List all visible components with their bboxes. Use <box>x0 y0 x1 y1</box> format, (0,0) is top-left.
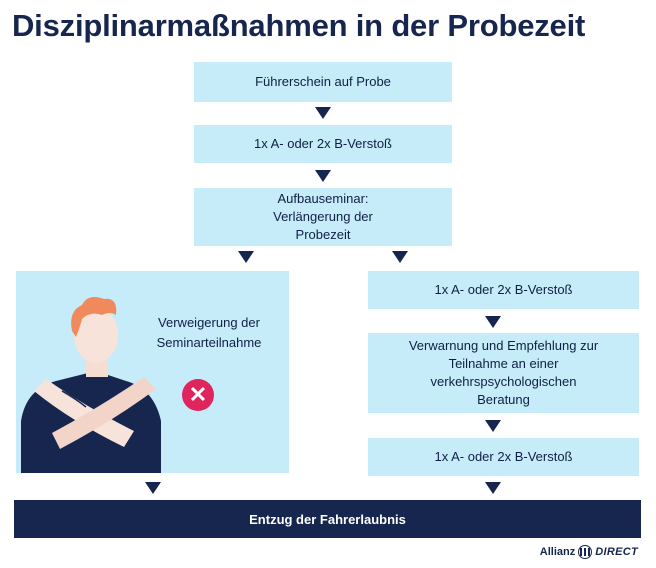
refusal-box: Verweigerung der Seminarteilnahme ✕ <box>16 271 289 473</box>
person-arm-right <box>52 377 156 449</box>
arrow-down <box>485 482 501 494</box>
step-label: Verwarnung und Empfehlung zur Teilnahme … <box>408 338 599 407</box>
person-illustration <box>21 297 161 473</box>
x-icon: ✕ <box>182 379 214 411</box>
step-box-third-violation: 1x A- oder 2x B-Verstoß <box>368 438 639 476</box>
arrow-down <box>485 420 501 432</box>
step-label: 1x A- oder 2x B-Verstoß <box>253 136 392 151</box>
logo-suffix: DIRECT <box>595 546 638 558</box>
step-label: 1x A- oder 2x B-Verstoß <box>434 449 573 464</box>
step-box-probation: Führerschein auf Probe <box>194 62 452 102</box>
allianz-direct-logo: Allianz DIRECT <box>540 545 638 559</box>
person-arm-left <box>34 379 134 447</box>
arrow-down <box>315 107 331 119</box>
person-head <box>74 307 118 363</box>
logo-brand: Allianz <box>539 546 576 558</box>
step-label: Führerschein auf Probe <box>255 74 391 89</box>
arrow-down-left <box>238 251 254 263</box>
step-box-warning: Verwarnung und Empfehlung zur Teilnahme … <box>368 333 639 413</box>
step-box-second-violation: 1x A- oder 2x B-Verstoß <box>368 271 639 309</box>
step-box-violation: 1x A- oder 2x B-Verstoß <box>194 125 452 163</box>
arrow-down <box>315 170 331 182</box>
step-label: Aufbauseminar: Verlängerung der Probezei… <box>273 191 373 242</box>
arrow-down-right <box>392 251 408 263</box>
refusal-label: Verweigerung der Seminarteilnahme <box>156 315 262 350</box>
step-box-seminar: Aufbauseminar: Verlängerung der Probezei… <box>194 188 452 246</box>
person-hair <box>71 297 117 337</box>
arrow-down <box>485 316 501 328</box>
page-title: Disziplinarmaßnahmen in der Probezeit <box>12 8 586 43</box>
final-box: Entzug der Fahrerlaubnis <box>14 500 641 538</box>
arrow-down <box>145 482 161 494</box>
allianz-mark-icon <box>578 545 593 559</box>
final-label: Entzug der Fahrerlaubnis <box>249 511 406 527</box>
step-label: 1x A- oder 2x B-Verstoß <box>434 282 573 297</box>
arm-sleeve-line <box>61 390 87 408</box>
